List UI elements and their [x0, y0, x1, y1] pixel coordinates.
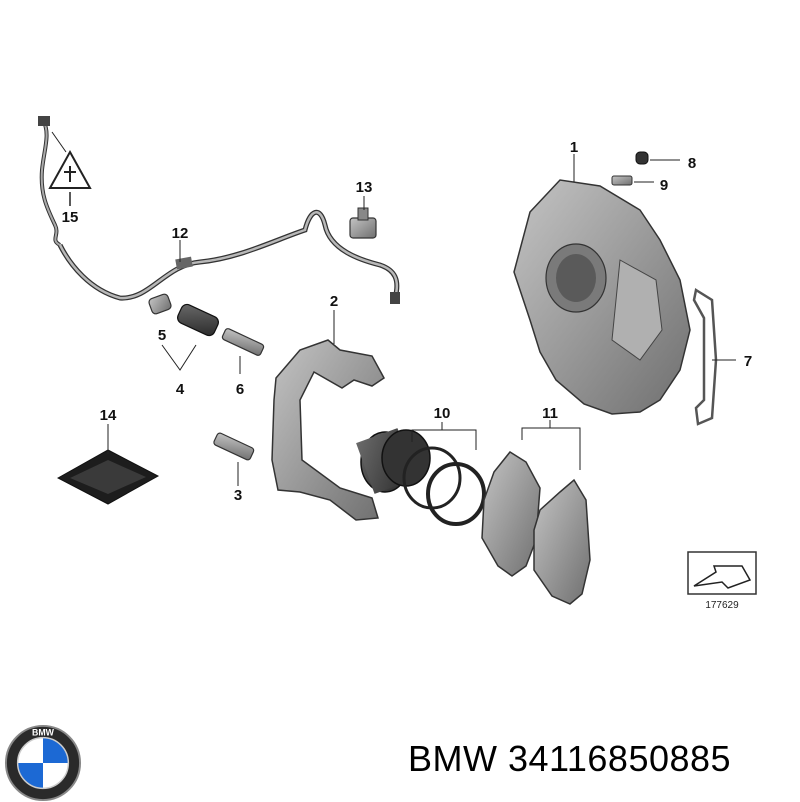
- caliper-bolt-part: [213, 432, 255, 486]
- callout-7: 7: [744, 353, 752, 370]
- callout-4: 4: [176, 381, 185, 398]
- callout-1: 1: [570, 139, 578, 156]
- callout-9: 9: [660, 177, 668, 194]
- piston-part: [356, 422, 486, 526]
- bracket-part: [349, 196, 377, 239]
- callout-15: 15: [62, 209, 79, 226]
- reference-icon: [687, 551, 757, 595]
- dust-cap-part: [148, 293, 172, 315]
- caliper-housing-part: [513, 154, 691, 415]
- callout-8: 8: [688, 155, 696, 172]
- reference-number: 177629: [705, 600, 739, 611]
- callout-2: 2: [330, 293, 338, 310]
- callout-11: 11: [542, 405, 558, 422]
- brake-pads-part: [481, 420, 591, 605]
- callout-14: 14: [100, 407, 117, 424]
- bmw-logo-icon: BMW: [4, 724, 82, 802]
- footer-part-label: BMW 34116850885: [408, 738, 731, 780]
- wear-sensor-part: [38, 116, 92, 247]
- callout-6: 6: [236, 381, 244, 398]
- bleeder-part: [611, 151, 680, 186]
- callout-13: 13: [356, 179, 373, 196]
- logo-text: BMW: [32, 728, 55, 738]
- sleeve-part: [177, 303, 219, 337]
- callout-5: 5: [158, 327, 166, 344]
- callout-12: 12: [172, 225, 189, 242]
- spring-clip-part: [692, 287, 736, 426]
- carrier-bracket-part: [271, 310, 385, 521]
- part-number: 34116850885: [508, 738, 732, 779]
- brake-line-part: [57, 210, 400, 304]
- grease-packet-part: [56, 424, 160, 505]
- callout-10: 10: [434, 405, 451, 422]
- callout-3: 3: [234, 487, 242, 504]
- brand-name: BMW: [408, 738, 498, 779]
- guide-bolt-part: [221, 328, 265, 374]
